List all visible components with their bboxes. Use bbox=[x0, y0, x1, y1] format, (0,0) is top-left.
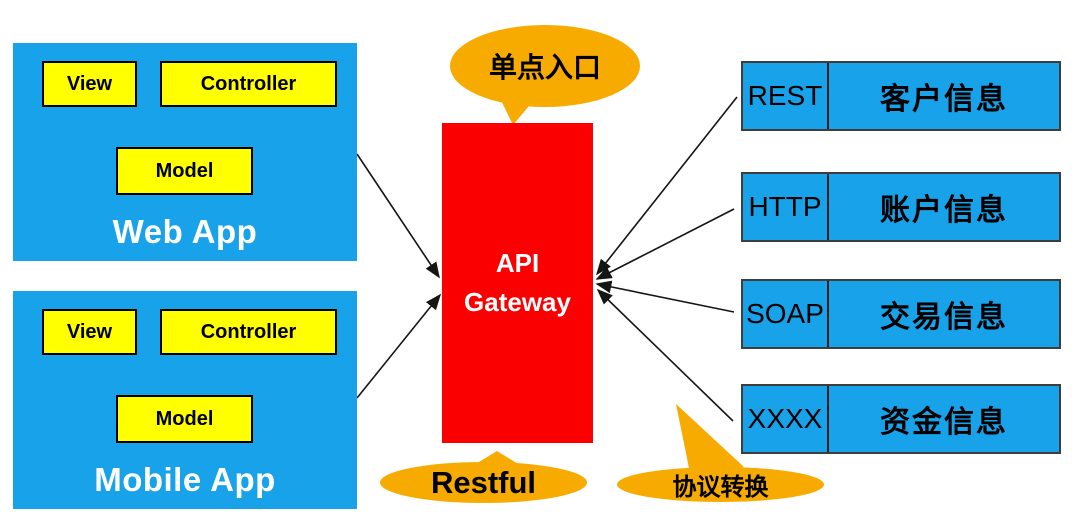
service-label: 交易信息 bbox=[880, 301, 1008, 334]
mobile-view-box: View bbox=[42, 309, 137, 355]
protocol-conversion-callout-label: 协议转换 bbox=[672, 474, 769, 501]
single-entry-callout: 单点入口 bbox=[450, 25, 640, 107]
protocol-callout-tail bbox=[676, 404, 744, 478]
web-app-box: View Controller Model Web App bbox=[13, 43, 357, 261]
mobile-view-label: View bbox=[66, 320, 113, 343]
restful-callout: Restful bbox=[380, 462, 587, 503]
service-row-customer-info: REST 客户信息 bbox=[741, 61, 1061, 131]
api-gateway-line1: API bbox=[495, 248, 540, 278]
mobile-controller-box: Controller bbox=[160, 309, 337, 355]
web-controller-label: Controller bbox=[200, 72, 297, 95]
arrow-http-to-gateway bbox=[595, 208, 735, 280]
mobile-controller-label: Controller bbox=[200, 320, 297, 343]
api-gateway-line2: Gateway bbox=[464, 287, 571, 317]
web-view-label: View bbox=[66, 72, 113, 95]
web-app-title: Web App bbox=[112, 213, 258, 250]
service-protocol: REST bbox=[743, 63, 829, 129]
arrow-webapp-to-gateway bbox=[356, 153, 440, 279]
arrow-soap-to-gateway bbox=[595, 280, 735, 313]
arrow-rest-to-gateway bbox=[596, 96, 738, 276]
service-label: 客户信息 bbox=[880, 83, 1008, 116]
mobile-model-box: Model bbox=[116, 395, 253, 443]
mobile-app-title: Mobile App bbox=[94, 461, 276, 498]
service-row-account-info: HTTP 账户信息 bbox=[741, 172, 1061, 242]
mobile-app-box: View Controller Model Mobile App bbox=[13, 291, 357, 509]
web-view-box: View bbox=[42, 61, 137, 107]
web-controller-box: Controller bbox=[160, 61, 337, 107]
web-model-label: Model bbox=[155, 159, 214, 182]
service-protocol: HTTP bbox=[743, 174, 829, 240]
api-gateway-box: API Gateway bbox=[442, 123, 593, 443]
mobile-model-label: Model bbox=[155, 407, 214, 430]
web-model-box: Model bbox=[116, 147, 253, 195]
service-row-funds-info: XXXX 资金信息 bbox=[741, 384, 1061, 454]
protocol-conversion-callout: 协议转换 bbox=[617, 467, 824, 502]
arrow-xxxx-to-gateway bbox=[596, 288, 734, 422]
service-protocol: XXXX bbox=[743, 386, 829, 452]
service-label: 账户信息 bbox=[880, 194, 1008, 227]
single-entry-callout-label: 单点入口 bbox=[488, 52, 601, 83]
service-protocol: SOAP bbox=[743, 281, 829, 347]
restful-callout-label: Restful bbox=[430, 464, 537, 500]
service-label: 资金信息 bbox=[880, 406, 1008, 439]
service-row-transaction-info: SOAP 交易信息 bbox=[741, 279, 1061, 349]
arrow-mobileapp-to-gateway bbox=[356, 293, 442, 399]
